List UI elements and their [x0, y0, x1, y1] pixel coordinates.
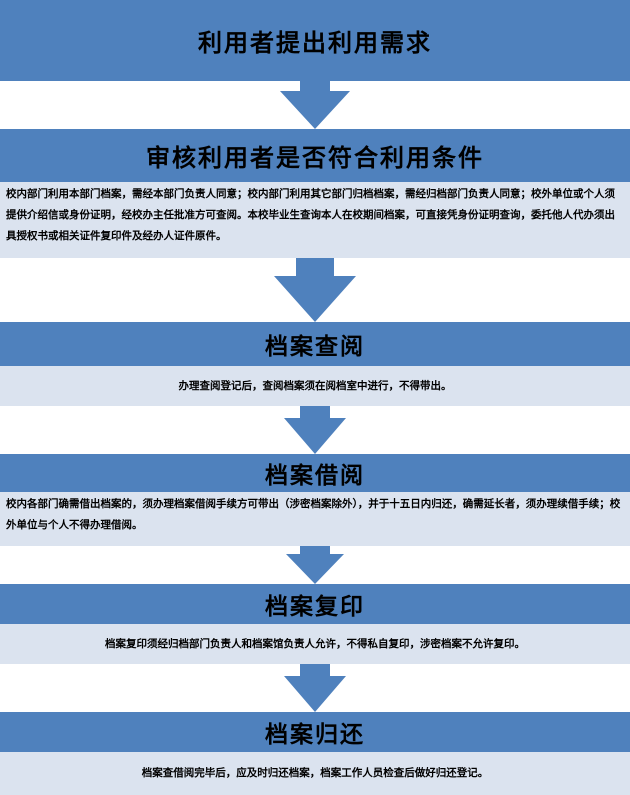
step-6-title: 档案归还: [265, 721, 365, 748]
arrow-down-icon: [274, 258, 356, 322]
step-5-desc-text: 档案复印须经归档部门负责人和档案馆负责人允许，不得私自复印，涉密档案不允许复印。: [105, 637, 525, 650]
step-6-desc-text: 档案查借阅完毕后，应及时归还档案，档案工作人员检查后做好归还登记。: [141, 767, 489, 779]
step-3-description: 办理查阅登记后，查阅档案须在阅档室中进行，不得带出。: [0, 366, 630, 406]
step-4-description: 校内各部门确需借出档案的，须办理档案借阅手续方可带出（涉密档案除外），并于十五日…: [0, 492, 630, 546]
arrow-down-icon: [280, 81, 350, 129]
step-5-title: 档案复印: [265, 593, 365, 620]
arrow-down-icon: [286, 546, 344, 584]
step-2-title: 审核利用者是否符合利用条件: [146, 143, 484, 172]
step-5-header: 档案复印: [0, 584, 630, 624]
step-6-header: 档案归还: [0, 712, 630, 752]
arrow-down-icon: [284, 406, 346, 454]
step-2-desc-text: 校内部门利用本部门档案，需经本部门负责人同意；校内部门利用其它部门归档档案，需经…: [6, 188, 615, 242]
step-1-title: 利用者提出利用需求: [198, 28, 432, 57]
step-6-description: 档案查借阅完毕后，应及时归还档案，档案工作人员检查后做好归还登记。: [0, 752, 630, 795]
step-3-title: 档案查阅: [265, 333, 365, 360]
arrow-down-icon: [284, 664, 346, 712]
step-2-header: 审核利用者是否符合利用条件: [0, 129, 630, 182]
step-4-title: 档案借阅: [265, 462, 365, 489]
step-5-description: 档案复印须经归档部门负责人和档案馆负责人允许，不得私自复印，涉密档案不允许复印。: [0, 624, 630, 664]
step-3-desc-text: 办理查阅登记后，查阅档案须在阅档室中进行，不得带出。: [178, 379, 452, 392]
step-4-header: 档案借阅: [0, 454, 630, 492]
step-4-desc-text: 校内各部门确需借出档案的，须办理档案借阅手续方可带出（涉密档案除外），并于十五日…: [6, 498, 621, 531]
step-3-header: 档案查阅: [0, 322, 630, 366]
step-1-header: 利用者提出利用需求: [0, 0, 630, 81]
step-2-description: 校内部门利用本部门档案，需经本部门负责人同意；校内部门利用其它部门归档档案，需经…: [0, 182, 630, 258]
